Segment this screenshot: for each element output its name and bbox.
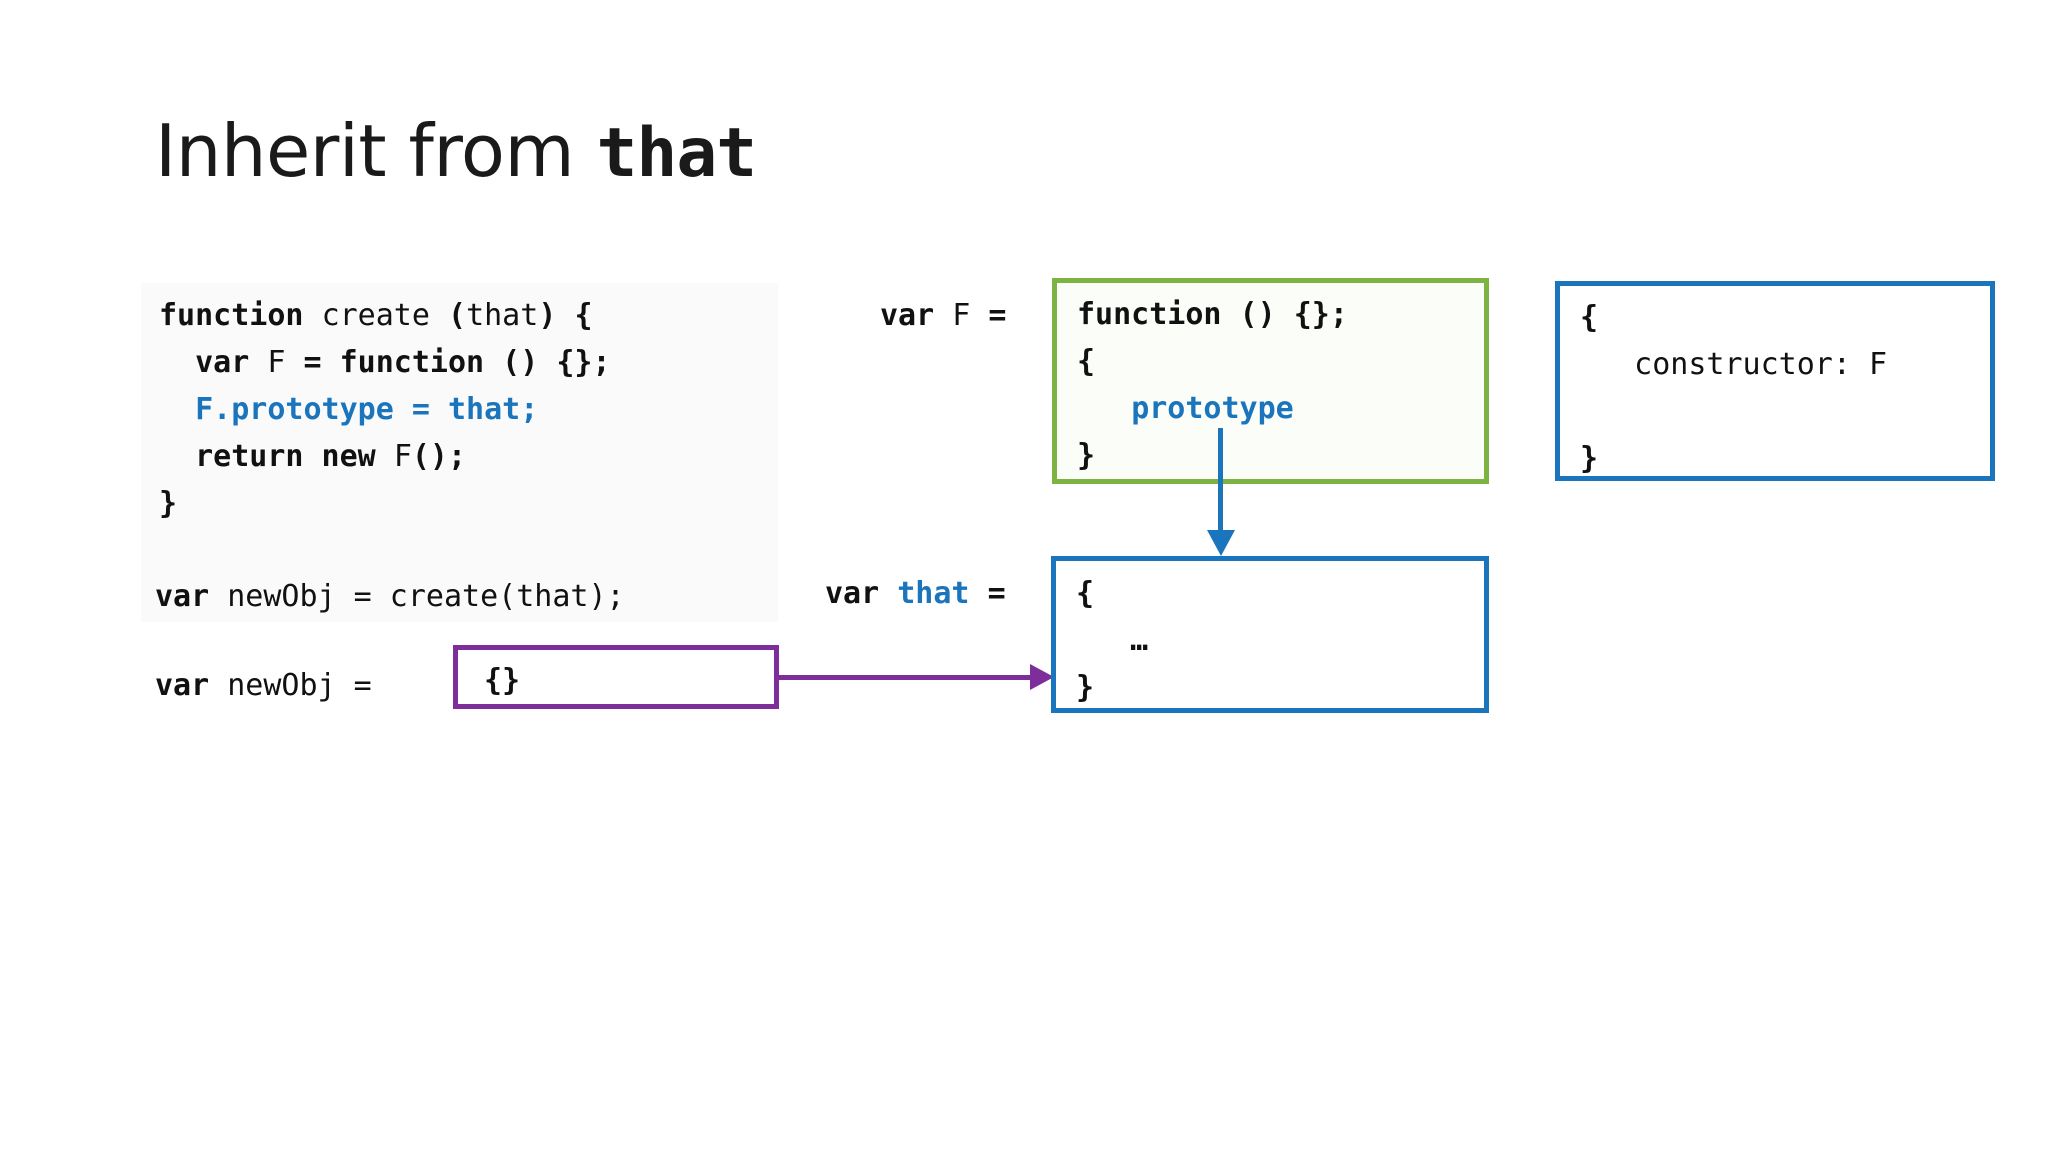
code-line: } [1580,441,1599,476]
code-token [285,345,303,380]
arrow-prototype-to-that-line [1218,428,1223,534]
code-keyword-var: var [155,579,210,614]
newobj-value-text: {} [484,663,521,698]
code-token-highlight: F.prototype = that; [195,392,539,427]
page-title: Inherit from that [155,113,757,193]
code-token: function [159,298,304,333]
code-space [970,576,988,611]
code-token [556,298,574,333]
code-token: ) [538,298,557,333]
code-keyword-var: var [880,298,935,333]
code-line-newobj-literal: var newObj = [155,662,390,709]
prototype-object-box: { constructor: F} [1555,281,1995,481]
code-line: { [1076,576,1095,611]
code-space [970,298,988,333]
code-rest: newObj = create(that); [209,579,625,614]
function-f-box: function () {}; { prototype} [1052,278,1489,484]
code-token: F [267,345,286,380]
code-line-newobj-create: var newObj = create(that); [155,573,625,620]
code-token: { [574,298,593,333]
code-token: ( [448,298,467,333]
code-token [304,298,322,333]
code-space [879,576,897,611]
arrow-newobj-to-that-head-icon [1030,664,1054,690]
code-token: (); [411,439,467,474]
code-identifier-f: F [952,298,971,333]
function-f-box-content: function () {}; { prototype} [1077,291,1348,479]
code-line: } [1076,670,1095,705]
code-token: return new [195,439,376,474]
label-var-that: var that = [825,570,1006,617]
code-token [430,298,448,333]
that-object-box: { …} [1051,556,1489,713]
code-token: F [393,439,412,474]
that-object-box-content: { …} [1076,570,1148,711]
code-space [934,298,952,333]
code-token [159,345,195,380]
code-token: } [159,486,178,521]
code-token [159,439,195,474]
code-keyword-var: var [155,668,210,703]
arrow-prototype-to-that-head-icon [1207,530,1235,556]
code-line: function () {}; [1077,297,1348,332]
code-token: = function () {}; [303,345,611,380]
code-line: { [1580,300,1599,335]
code-block-create-function: function create (that) { var F = functio… [159,292,611,527]
code-token [159,392,195,427]
code-token [376,439,394,474]
code-line: } [1077,438,1096,473]
code-token: create [321,298,430,333]
page-title-keyword: that [596,114,757,193]
arrow-newobj-to-that-line [779,675,1035,680]
code-line: { [1077,344,1096,379]
code-operator-equals: = [988,298,1007,333]
code-token: var [195,345,250,380]
label-var-f: var F = [880,292,1006,339]
code-rest: newObj = [209,668,390,703]
code-line-ellipsis: … [1076,623,1149,658]
code-identifier-that: that [897,576,970,611]
code-token: that [466,298,539,333]
code-token [249,345,267,380]
code-property-prototype: prototype [1131,391,1294,426]
page-title-prefix: Inherit from [155,109,597,193]
prototype-object-box-content: { constructor: F} [1580,294,1887,482]
code-panel-background [141,283,778,622]
newobj-value-box: {} [453,645,779,709]
code-indent [1077,391,1131,426]
code-operator-equals: = [987,576,1006,611]
code-keyword-var: var [825,576,880,611]
code-line-constructor: constructor: F [1580,347,1888,382]
